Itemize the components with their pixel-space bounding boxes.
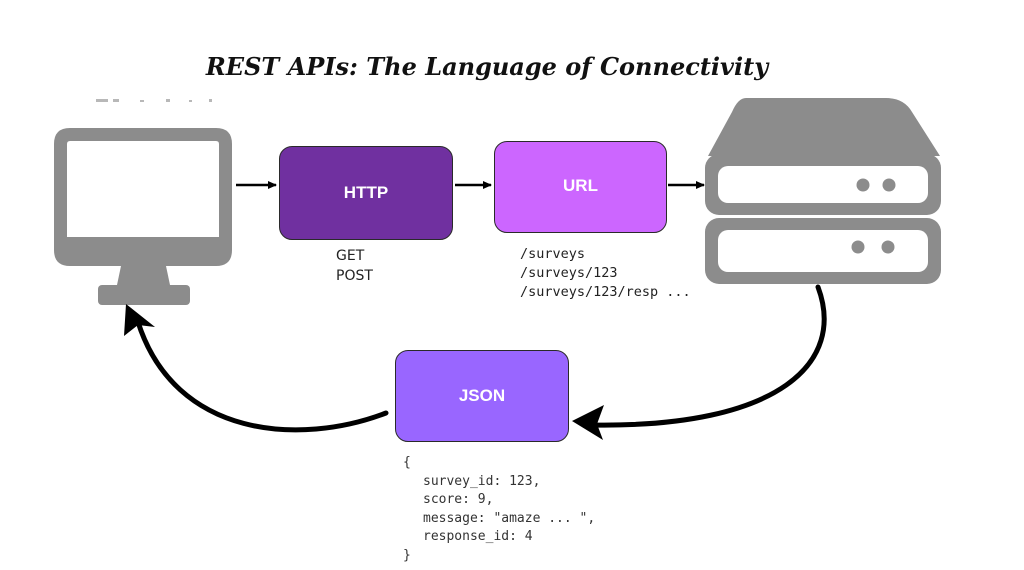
json-code-line: survey_id: 123, xyxy=(423,473,541,489)
curved-arrow-json-to-monitor xyxy=(124,304,389,433)
json-example-code: { survey_id: 123, score: 9, message: "am… xyxy=(403,454,595,565)
url-node-label: URL xyxy=(563,176,598,195)
http-node: HTTP xyxy=(279,146,453,240)
server-stack-icon xyxy=(705,98,941,284)
http-method-item: POST xyxy=(336,268,373,284)
url-path-item: /surveys xyxy=(520,246,586,262)
json-code-line: message: "amaze ... ", xyxy=(423,510,596,526)
url-path-item: /surveys/123 xyxy=(520,265,618,281)
json-node-label: JSON xyxy=(458,386,506,405)
computer-monitor-icon xyxy=(54,128,232,305)
http-methods-list: GET POST xyxy=(336,246,373,286)
json-code-line: score: 9, xyxy=(423,492,494,507)
url-paths-list: /surveys /surveys/123 /surveys/123/resp … xyxy=(520,245,691,302)
url-node: URL xyxy=(494,141,667,233)
json-node: JSON xyxy=(395,350,569,442)
http-node-label: HTTP xyxy=(343,183,389,202)
url-path-item: /surveys/123/resp ... xyxy=(520,284,691,300)
json-close-brace: } xyxy=(403,547,411,563)
json-open-brace: { xyxy=(403,455,411,470)
json-code-line: response_id: 4 xyxy=(423,529,533,544)
diagram-title: REST APIs: The Language of Connectivity xyxy=(205,52,769,81)
http-method-item: GET xyxy=(336,248,365,264)
curved-arrow-server-to-json xyxy=(572,284,827,440)
faint-artifact xyxy=(96,99,212,102)
